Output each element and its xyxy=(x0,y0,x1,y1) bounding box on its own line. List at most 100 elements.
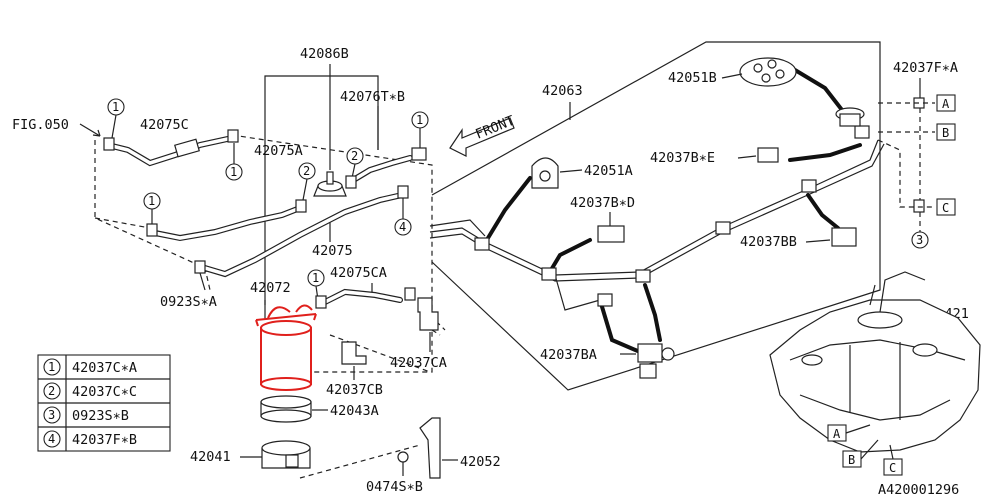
svg-text:1: 1 xyxy=(148,194,155,208)
legend-row: 4 42037F∗B xyxy=(43,430,137,448)
svg-text:C: C xyxy=(889,461,896,475)
clip-icon xyxy=(146,223,158,237)
svg-text:0923S∗B: 0923S∗B xyxy=(72,408,129,424)
left-group-dashed-outline xyxy=(94,134,433,373)
label-42037ba: 42037BA xyxy=(540,347,597,363)
bracket-42037cb xyxy=(341,341,367,365)
front-label: FRONT xyxy=(473,113,517,143)
circle-mark-3: 3 xyxy=(911,231,929,249)
filter-dashed-outline xyxy=(264,300,446,373)
label-0923s-a: 0923S∗A xyxy=(160,294,217,310)
hose-42075a-inner xyxy=(148,206,302,240)
label-42063: 42063 xyxy=(542,83,583,99)
leader-42051b xyxy=(721,73,743,79)
label-42041: 42041 xyxy=(190,449,231,465)
label-42037bb: 42037BB xyxy=(740,234,797,250)
circle-mark-1: 1 xyxy=(143,192,161,226)
leader-42037bb xyxy=(805,239,831,243)
svg-text:2: 2 xyxy=(351,149,358,163)
clip-icon xyxy=(103,137,115,151)
leader-42037b-e xyxy=(737,155,757,159)
clip-icon xyxy=(345,175,357,189)
clip-icon xyxy=(913,199,925,213)
label-42037cb: 42037CB xyxy=(326,382,383,398)
bracket-42051a xyxy=(531,157,559,189)
box-mark-c: C xyxy=(936,198,956,216)
svg-text:1: 1 xyxy=(230,165,237,179)
fuel-tank xyxy=(769,271,981,453)
label-42086b: 42086B xyxy=(300,46,349,62)
svg-text:1: 1 xyxy=(48,360,55,374)
legend-table: 1 42037C∗A 2 42037C∗C 3 0923S∗B 4 42037F… xyxy=(37,354,171,452)
label-42051a: 42051A xyxy=(584,163,633,179)
svg-text:1: 1 xyxy=(416,113,423,127)
label-0474s-b: 0474S∗B xyxy=(366,479,423,495)
hose-thick xyxy=(643,283,662,342)
hose-42075c-inner xyxy=(106,136,234,165)
hose-42076t-b-inner xyxy=(348,156,412,184)
svg-text:B: B xyxy=(848,453,855,467)
clip-42037ca xyxy=(417,297,439,331)
fig050-arrowhead xyxy=(92,129,101,137)
label-42075a: 42075A xyxy=(254,143,303,159)
label-42043a: 42043A xyxy=(330,403,379,419)
svg-text:42037C∗A: 42037C∗A xyxy=(72,360,137,376)
right-dashed-links xyxy=(877,102,935,232)
svg-text:4: 4 xyxy=(399,220,406,234)
holder-42041 xyxy=(261,440,311,469)
clip-icon xyxy=(635,269,651,283)
clip-icon xyxy=(404,287,416,301)
fig050-label: FIG.050 xyxy=(12,117,69,133)
leader-42051a xyxy=(559,169,583,173)
clip-42037ba xyxy=(637,343,675,379)
circle-mark-1: 1 xyxy=(411,111,429,150)
grommet-42051b xyxy=(739,57,797,87)
fuel-filter-42072 xyxy=(255,304,317,391)
clip-icon xyxy=(194,260,206,291)
hose-thick xyxy=(806,193,840,230)
legend-row: 2 42037C∗C xyxy=(43,382,137,400)
bracket-42052 xyxy=(419,417,441,479)
box-mark-a: A xyxy=(936,94,956,112)
svg-text:2: 2 xyxy=(48,384,55,398)
diagram-id: A420001296 xyxy=(878,482,959,498)
hose-42075-inner xyxy=(196,193,404,276)
hose-42075ca-inner xyxy=(323,290,402,304)
valve-42086b xyxy=(313,171,347,197)
hose-42075a xyxy=(147,205,303,242)
clip-icon xyxy=(854,125,870,139)
circle-mark-1: 1 xyxy=(225,143,243,181)
clip-42037b-d xyxy=(597,225,625,243)
box-mark-b: B xyxy=(842,450,862,468)
clip-icon xyxy=(474,237,490,251)
label-42051b: 42051B xyxy=(668,70,717,86)
holder-dashed-link xyxy=(299,444,421,479)
hose-thick xyxy=(788,143,862,162)
clip-icon xyxy=(541,267,557,281)
pipe-panel-outline xyxy=(431,41,881,391)
box-mark-c: C xyxy=(883,458,903,476)
svg-text:3: 3 xyxy=(48,408,55,422)
svg-text:4: 4 xyxy=(48,432,55,446)
fig050-leader xyxy=(79,123,101,137)
label-42037b-d: 42037B∗D xyxy=(570,195,635,211)
circle-mark-2: 2 xyxy=(346,147,364,179)
pipe-fitting xyxy=(835,107,865,127)
svg-text:1: 1 xyxy=(312,271,319,285)
hose-thick xyxy=(486,176,532,240)
fuel-pipe xyxy=(429,219,486,237)
svg-text:C: C xyxy=(942,201,949,215)
svg-text:A: A xyxy=(942,97,950,111)
hose-thick xyxy=(793,68,844,112)
clip-icon xyxy=(801,179,817,193)
svg-text:B: B xyxy=(942,126,949,140)
legend-row: 3 0923S∗B xyxy=(43,406,129,424)
label-42052: 42052 xyxy=(460,454,501,470)
svg-text:1: 1 xyxy=(112,100,119,114)
clip-icon xyxy=(397,185,409,199)
clip-42037bb xyxy=(831,227,857,247)
label-42075c: 42075C xyxy=(140,117,189,133)
label-42075: 42075 xyxy=(312,243,353,259)
box-mark-a: A xyxy=(827,424,847,442)
